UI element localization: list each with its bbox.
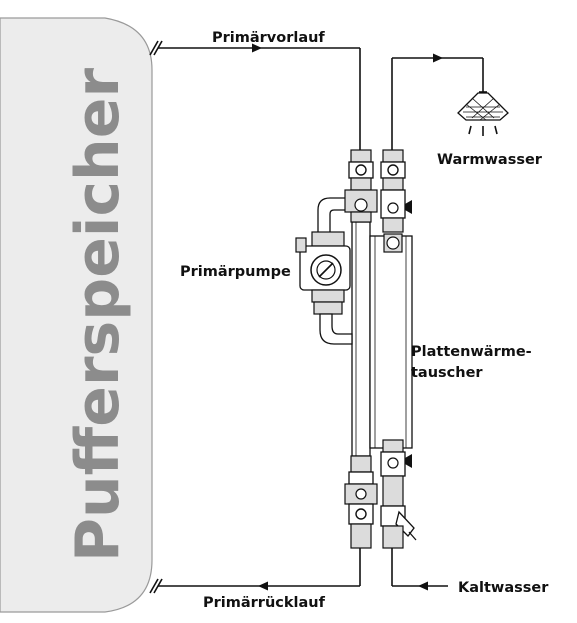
hot-water-valve (380, 149, 412, 233)
primary-flow-valve (344, 149, 378, 223)
pump-assembly (295, 197, 353, 345)
pump-label: Primärpumpe (180, 264, 291, 280)
flow-arrow-icon (258, 581, 268, 591)
ball-valve-icon (355, 164, 367, 176)
flow-arrow-icon (418, 581, 428, 591)
tank-label: Pufferspeicher (63, 68, 133, 562)
ball-valve-icon (355, 508, 367, 520)
primary-return-valve (344, 455, 378, 549)
flow-arrows (252, 43, 443, 591)
ball-valve-icon (387, 164, 399, 176)
primary-flow-label: Primärvorlauf (212, 30, 325, 46)
flow-arrow-icon (252, 43, 262, 53)
pipe-break-marks (149, 40, 163, 594)
heat-exchanger-label-line2: tauscher (411, 365, 483, 381)
shower-head-icon (457, 91, 509, 136)
primary-return-label: Primärrücklauf (203, 595, 326, 611)
heat-exchanger-label-line1: Plattenwärme- (411, 344, 532, 360)
plate-heat-exchanger (369, 233, 413, 449)
cold-water-valve (380, 439, 417, 549)
cold-water-label: Kaltwasser (458, 580, 549, 596)
flow-arrow-icon (433, 53, 443, 63)
strainer-icon (395, 510, 417, 541)
valve-handle-icon (405, 454, 412, 468)
primary-column (351, 221, 371, 457)
valve-handle-icon (405, 200, 412, 214)
pump-icon (310, 254, 342, 286)
buffer-tank: Pufferspeicher (0, 17, 153, 613)
hot-water-label: Warmwasser (437, 152, 543, 168)
